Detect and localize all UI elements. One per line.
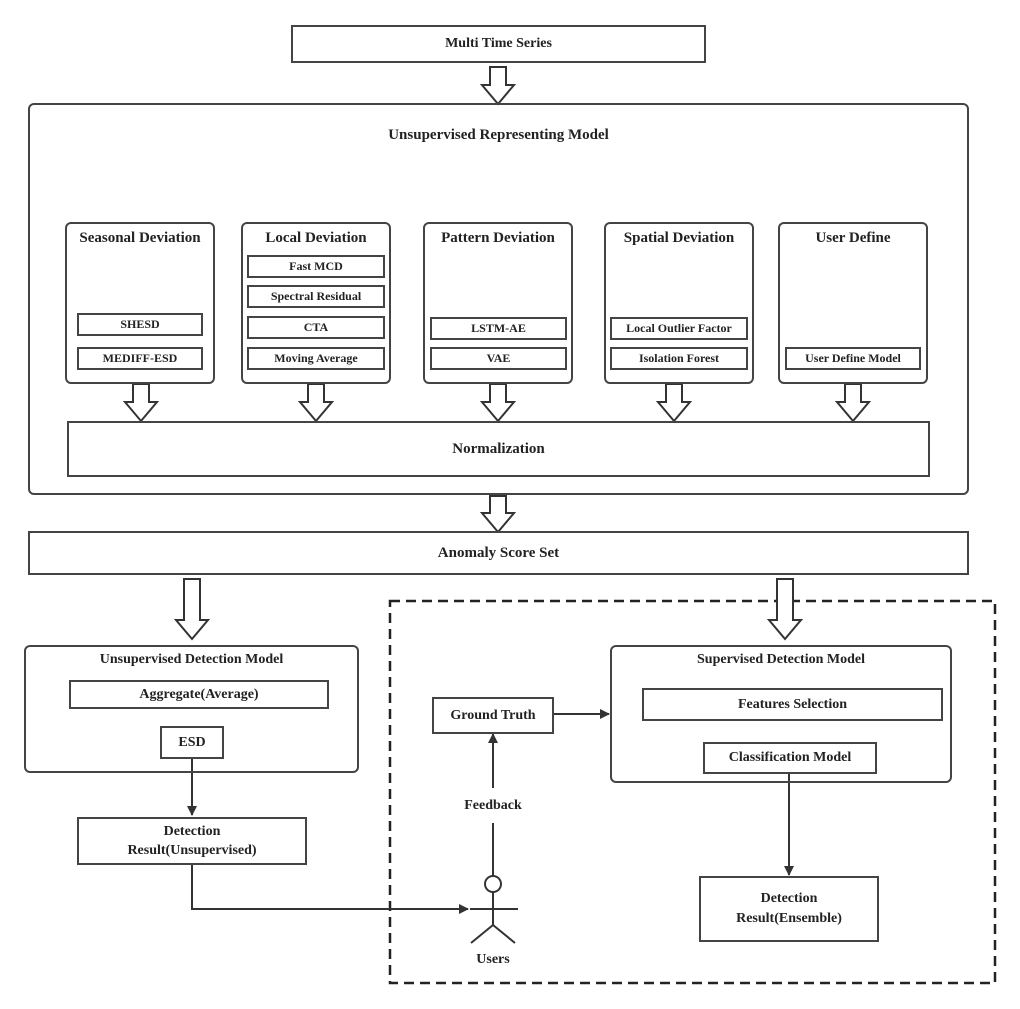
features-selection-label: Features Selection bbox=[738, 696, 847, 712]
aggregate-label: Aggregate(Average) bbox=[139, 686, 259, 702]
normalization-label: Normalization bbox=[452, 440, 545, 457]
feedback-label: Feedback bbox=[464, 798, 522, 813]
method-shesd: SHESD bbox=[77, 313, 203, 336]
hollow-arrow-to-sup bbox=[766, 578, 804, 641]
method-mediff-esd: MEDIFF-ESD bbox=[77, 347, 203, 370]
user-define-group: User Define bbox=[778, 222, 928, 384]
method-vae: VAE bbox=[430, 347, 567, 370]
classification-model-label: Classification Model bbox=[728, 750, 852, 765]
method-spectral-residual: Spectral Residual bbox=[247, 285, 385, 308]
hollow-arrow-seasonal bbox=[122, 383, 160, 423]
method-label: Spectral Residual bbox=[270, 289, 362, 303]
local-deviation-title: Local Deviation bbox=[265, 230, 367, 246]
unsupervised-detection-title: Unsupervised Detection Model bbox=[99, 652, 284, 667]
pattern-deviation-title: Pattern Deviation bbox=[441, 230, 555, 246]
method-cta: CTA bbox=[247, 316, 385, 339]
multi-time-series-label: Multi Time Series bbox=[445, 36, 552, 51]
hollow-arrow-spatial bbox=[655, 383, 693, 423]
method-label: LSTM-AE bbox=[471, 321, 526, 335]
normalization-box: Normalization bbox=[67, 421, 930, 477]
user-define-title: User Define bbox=[815, 230, 891, 246]
aggregate-box: Aggregate(Average) bbox=[69, 680, 329, 709]
unsupervised-detection-container: Unsupervised Detection Model bbox=[24, 645, 359, 773]
ensemble-result-box: Detection Result(Ensemble) bbox=[699, 876, 879, 942]
hollow-arrow-userdefine bbox=[834, 383, 872, 423]
method-label: Moving Average bbox=[274, 351, 358, 365]
users-icon bbox=[470, 875, 518, 944]
method-isolation-forest: Isolation Forest bbox=[610, 347, 748, 370]
method-label: CTA bbox=[303, 320, 329, 334]
esd-box: ESD bbox=[160, 726, 224, 759]
method-local-outlier-factor: Local Outlier Factor bbox=[610, 317, 748, 340]
arrow-result-to-users bbox=[191, 864, 469, 914]
hollow-arrow-to-score bbox=[479, 495, 517, 534]
representing-model-container: Unsupervised Representing Model bbox=[28, 103, 969, 495]
hollow-arrow-pattern bbox=[479, 383, 517, 423]
local-deviation-group: Local Deviation bbox=[241, 222, 391, 384]
unsupervised-result-box: Detection Result(Unsupervised) bbox=[77, 817, 307, 865]
esd-label: ESD bbox=[178, 734, 206, 750]
supervised-region-border bbox=[388, 599, 997, 985]
method-moving-average: Moving Average bbox=[247, 347, 385, 370]
anomaly-score-set-label: Anomaly Score Set bbox=[437, 544, 560, 561]
method-label: User Define Model bbox=[805, 351, 901, 365]
features-selection-box: Features Selection bbox=[642, 688, 943, 721]
pattern-deviation-group: Pattern Deviation bbox=[423, 222, 573, 384]
spatial-deviation-group: Spatial Deviation bbox=[604, 222, 754, 384]
hollow-arrow-top bbox=[479, 66, 517, 106]
hollow-arrow-to-unsup bbox=[173, 578, 211, 641]
ground-truth-label: Ground Truth bbox=[450, 707, 536, 723]
method-fast-mcd: Fast MCD bbox=[247, 255, 385, 278]
classification-model-box: Classification Model bbox=[703, 742, 877, 774]
representing-model-title: Unsupervised Representing Model bbox=[388, 127, 609, 143]
method-user-define-model: User Define Model bbox=[785, 347, 921, 370]
method-label: Isolation Forest bbox=[638, 351, 720, 365]
anomaly-score-set-box: Anomaly Score Set bbox=[28, 531, 969, 575]
method-lstm-ae: LSTM-AE bbox=[430, 317, 567, 340]
supervised-detection-title: Supervised Detection Model bbox=[697, 652, 865, 667]
method-label: Local Outlier Factor bbox=[626, 321, 732, 335]
users-label: Users bbox=[476, 952, 510, 967]
hollow-arrow-local bbox=[297, 383, 335, 423]
method-label: VAE bbox=[486, 351, 511, 365]
method-label: Fast MCD bbox=[289, 259, 343, 273]
ensemble-result-line1: Detection bbox=[760, 891, 818, 906]
supervised-detection-container: Supervised Detection Model bbox=[610, 645, 952, 783]
unsupervised-result-line2: Result(Unsupervised) bbox=[127, 843, 257, 858]
spatial-deviation-title: Spatial Deviation bbox=[623, 230, 735, 246]
multi-time-series-box: Multi Time Series bbox=[291, 25, 706, 63]
method-label: SHESD bbox=[120, 317, 160, 331]
ensemble-result-line2: Result(Ensemble) bbox=[736, 911, 842, 926]
seasonal-deviation-group: Seasonal Deviation bbox=[65, 222, 215, 384]
unsupervised-result-line1: Detection bbox=[163, 824, 221, 839]
method-label: MEDIFF-ESD bbox=[102, 351, 178, 365]
ground-truth-box: Ground Truth bbox=[432, 697, 554, 734]
seasonal-deviation-title: Seasonal Deviation bbox=[79, 230, 201, 246]
